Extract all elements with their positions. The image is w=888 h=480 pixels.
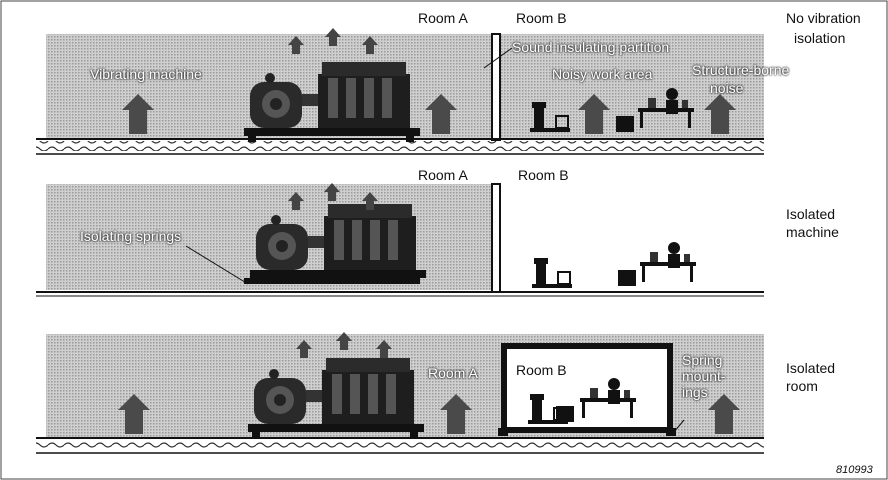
structure-noise-label: noise	[710, 80, 744, 96]
isolated-machine-icon	[250, 204, 426, 284]
spring-base	[244, 278, 414, 284]
structure-borne-label: Structure-borne	[692, 62, 790, 78]
spring-mountings-line2: mount-	[682, 368, 726, 384]
crate-icon	[618, 270, 636, 286]
worker-desk-icon	[640, 242, 696, 282]
work-area-label: Noisy work area	[552, 66, 653, 82]
room-a-label: Room A	[418, 10, 468, 26]
partition-leader-line	[483, 47, 513, 69]
side-label-line1: Isolated	[786, 206, 836, 222]
partition-label: Sound insulating partition	[512, 39, 670, 55]
side-label-line2: room	[786, 378, 818, 394]
spring-mountings-line3: ings	[682, 384, 708, 400]
side-label-line1: No vibration	[786, 10, 861, 26]
room-b-label: Room B	[518, 167, 569, 183]
panel-isolated-room	[36, 332, 764, 454]
room-b-label: Room B	[516, 362, 567, 378]
vibrating-machine-label: Vibrating machine	[90, 66, 202, 82]
figure-id: 810993	[836, 464, 873, 476]
room-a-label: Room A	[418, 167, 468, 183]
vibrating-machine-icon	[244, 62, 420, 142]
side-label-line2: machine	[786, 224, 839, 240]
side-label-line1: Isolated	[786, 360, 836, 376]
ground-wave	[36, 440, 764, 450]
mountings-leader-line	[673, 419, 685, 433]
crate-icon	[616, 116, 634, 132]
springs-leader-line	[185, 245, 249, 285]
spring-mount-left	[498, 428, 508, 436]
spring-mount-right	[666, 428, 676, 436]
lathe-icon	[531, 257, 573, 289]
panel-isolated-machine	[36, 183, 764, 297]
ground-wave	[36, 141, 764, 151]
panel-no-isolation	[36, 28, 764, 155]
isolated-room-box	[501, 343, 673, 433]
room-b-label: Room B	[516, 10, 567, 26]
partition-wall	[491, 33, 501, 141]
isolating-springs-label: Isolating springs	[80, 228, 182, 244]
partition-wall	[491, 183, 501, 293]
vibrating-machine-icon	[248, 358, 424, 438]
spring-mountings-line1: Spring	[682, 352, 723, 368]
side-label-line2: isolation	[794, 30, 846, 46]
crate-icon	[556, 406, 574, 422]
room-a-label: Room A	[428, 365, 478, 381]
